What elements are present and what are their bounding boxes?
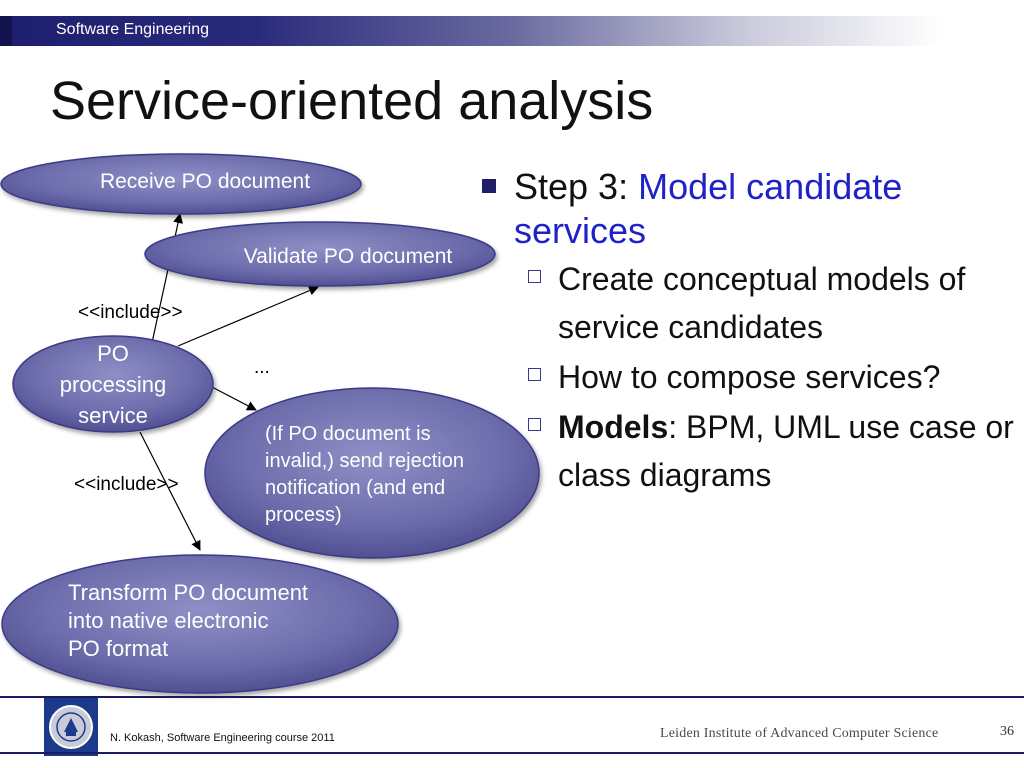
- sub-bullet-text: Create conceptual models of service cand…: [558, 261, 966, 345]
- sub-bullet-conceptual-models: Create conceptual models of service cand…: [478, 255, 1018, 351]
- page-number: 36: [1000, 724, 1014, 739]
- step-prefix: Step 3:: [514, 166, 639, 207]
- use-case-transform-po: [1, 554, 399, 694]
- validate-po-label: Validate PO document: [244, 245, 453, 268]
- ellipse-text-line: process): [265, 504, 342, 526]
- use-case-send-rejection: [204, 387, 540, 559]
- university-seal-logo: [44, 698, 98, 756]
- send-rejection-label: (If PO document is invalid,) send rejecti…: [265, 423, 464, 526]
- ellipse-text-line: PO format: [68, 636, 168, 661]
- use-case-diagram: Receive PO document Validate PO document…: [0, 153, 540, 694]
- ellipse-text-line: Receive PO document: [100, 170, 310, 193]
- seal-icon: [44, 698, 98, 756]
- use-case-validate-po: [144, 221, 496, 287]
- receive-po-label: Receive PO document: [100, 170, 310, 193]
- sub-bullet-models: Models: BPM, UML use case or class diagr…: [478, 403, 1018, 499]
- ellipse-text-line: invalid,) send rejection: [265, 450, 464, 472]
- footer-bottom-line: [0, 752, 1024, 754]
- ellipse-text-line: processing: [60, 372, 166, 397]
- footer-divider: [0, 696, 1024, 698]
- hollow-square-bullet-icon: [528, 368, 541, 381]
- po-service-label: PO processing service: [60, 341, 166, 428]
- ellipse-text-line: service: [78, 403, 148, 428]
- author-credit: N. Kokash, Software Engineering course 2…: [110, 732, 335, 744]
- include-label-top: <<include>>: [78, 302, 183, 323]
- ellipse-text-line: into native electronic: [68, 608, 269, 633]
- square-bullet-icon: [482, 179, 496, 193]
- use-case-receive-po: [0, 153, 362, 215]
- sub-bullet-text: How to compose services?: [558, 359, 941, 395]
- header-bar-accent: [0, 16, 12, 46]
- sub-bullet-compose-services: How to compose services?: [478, 353, 1018, 401]
- arrow-to-validate: [177, 285, 319, 347]
- hollow-square-bullet-icon: [528, 418, 541, 431]
- arrow-to-rejection: [209, 385, 257, 411]
- ellipsis-label: ...: [254, 357, 270, 378]
- ellipse-text-line: notification (and end: [265, 477, 445, 499]
- slide-title: Service-oriented analysis: [50, 71, 654, 131]
- bullet-list: Step 3: Model candidate services Create …: [478, 165, 1018, 499]
- arrow-to-receive: [149, 213, 183, 353]
- hollow-square-bullet-icon: [528, 270, 541, 283]
- include-label-bottom: <<include>>: [74, 474, 179, 495]
- bullet-step-3: Step 3: Model candidate services: [478, 165, 1018, 253]
- sub-bullet-text: : BPM, UML use case or class diagrams: [558, 409, 1014, 493]
- transform-po-label: Transform PO document into native electro…: [68, 580, 308, 661]
- ellipse-text-line: Validate PO document: [244, 245, 453, 268]
- arrow-to-transform: [139, 431, 201, 551]
- course-name: Software Engineering: [56, 21, 209, 38]
- sub-bullet-bold: Models: [558, 409, 669, 445]
- use-case-po-processing-service: [12, 335, 214, 433]
- ellipse-text-line: (If PO document is: [265, 423, 431, 445]
- ellipse-text-line: PO: [97, 341, 129, 366]
- header-bar: Software Engineering: [0, 16, 1024, 46]
- ellipse-text-line: Transform PO document: [68, 580, 308, 605]
- step-highlight: Model candidate services: [514, 166, 903, 251]
- institute-name: Leiden Institute of Advanced Computer Sc…: [660, 726, 939, 741]
